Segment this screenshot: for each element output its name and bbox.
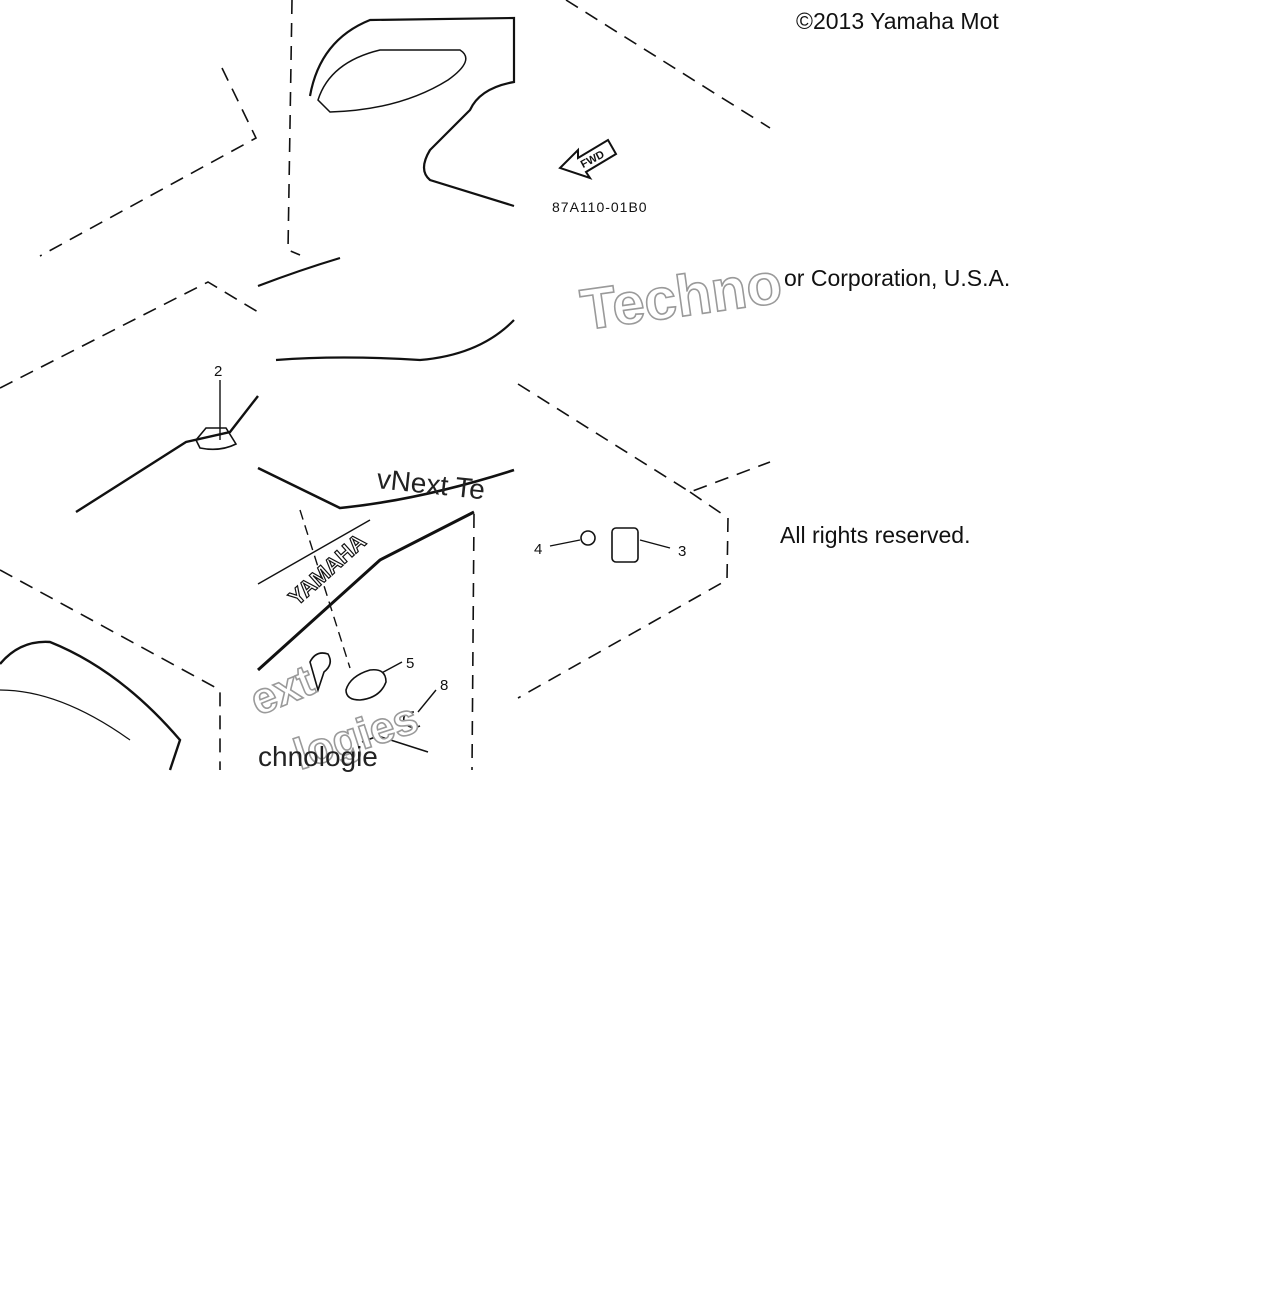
seat-lower-edge [257, 466, 515, 510]
seat-bottom-trim [257, 519, 371, 585]
clip-8 [402, 711, 421, 729]
left-rail [75, 395, 259, 514]
copyright-line-2: or Corporation, U.S.A. [784, 265, 1011, 291]
dashed-outline-seat-top [287, 0, 301, 256]
leader-4 [549, 539, 581, 547]
leader-8 [417, 689, 437, 713]
copyright-line-1: ©2013 Yamaha Mot [796, 8, 999, 34]
lower-left-panel-inner [0, 689, 131, 741]
callout-3: 3 [678, 543, 686, 560]
watermark-text-4: chnologie [258, 741, 378, 772]
dashed-outline-left [39, 67, 258, 257]
dashed-outline-lower-center [471, 513, 475, 771]
bolt [309, 652, 332, 693]
callout-4: 4 [534, 541, 542, 558]
seat-base-curve [275, 319, 515, 362]
callout-2: 2 [214, 363, 222, 380]
callout-8: 8 [440, 677, 448, 694]
seat-pad-curve [257, 256, 341, 288]
leader-3 [639, 539, 671, 549]
leader-center [299, 509, 351, 669]
watermark-text-1: Techno [577, 250, 786, 342]
part-code: 87A110-01B0 [552, 199, 648, 215]
dashed-outline-lower-left [0, 569, 221, 770]
dashed-outline-upper-right [565, 0, 771, 129]
callout-5: 5 [406, 655, 414, 672]
nut-4 [580, 530, 596, 546]
dashed-outline-right-box [689, 491, 729, 519]
dashed-outline-mid-left [0, 281, 259, 389]
watermark-text-2: vNext Te [375, 463, 486, 505]
lower-left-panel [0, 640, 182, 771]
rail-clip [195, 427, 238, 451]
seat-pad-inner [317, 49, 467, 113]
brand-decal: YAMAHA [284, 528, 371, 610]
copyright-line-3: All rights reserved. [780, 522, 971, 548]
pin [361, 735, 429, 753]
fwd-arrow-icon: FWD [558, 138, 618, 180]
seat-pad-outline [308, 16, 516, 208]
plate-5 [345, 668, 387, 701]
seat-bottom-edge [256, 510, 475, 672]
dashed-outline-mid-right [517, 383, 771, 493]
bracket-3 [611, 527, 639, 563]
watermark-text-3: ext [243, 656, 321, 725]
